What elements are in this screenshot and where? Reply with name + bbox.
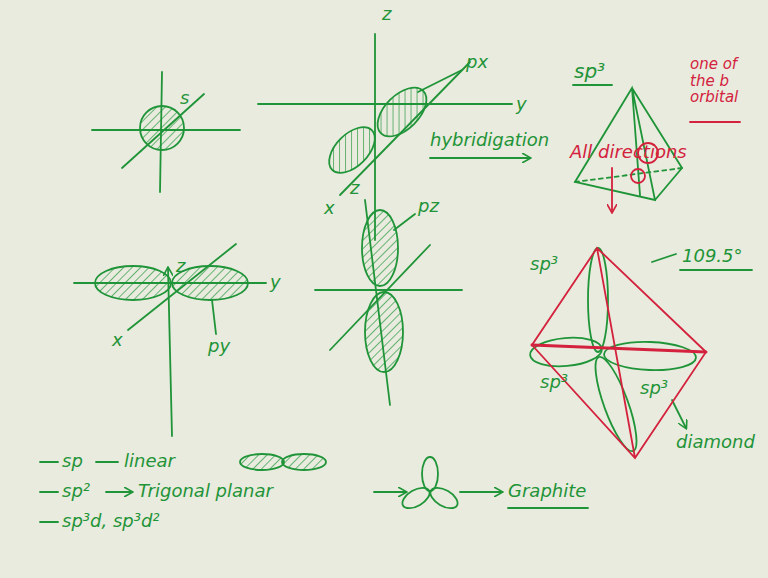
orbital-label: px [466, 52, 488, 72]
angle-label: 109.5° [682, 246, 743, 266]
axis-label: x [324, 198, 335, 218]
axis-label: z [176, 256, 185, 276]
process-label: hybridigation [430, 130, 549, 150]
hybrid-label: sp³ [540, 372, 568, 392]
hybrid-label: sp³ [640, 378, 668, 398]
hybrid-label: sp² [62, 481, 90, 501]
orbital-label: s [180, 88, 189, 108]
orbital-label: pz [418, 196, 439, 216]
axis-label: y [516, 94, 527, 114]
hybrid-label: sp³ [574, 60, 605, 82]
axis-label: z [350, 178, 359, 198]
orbital-label: py [208, 336, 230, 356]
material-label: diamond [676, 432, 755, 452]
hybrid-label: sp³ [530, 254, 558, 274]
axis-label: z [382, 4, 391, 24]
note-text: one of the b orbital [690, 56, 756, 106]
axis-label: y [270, 272, 281, 292]
hybrid-label: sp [62, 451, 83, 471]
geometry-label: linear [124, 451, 175, 471]
note-text: All directions [570, 142, 687, 162]
hybrid-label: sp³d, sp³d² [62, 511, 160, 531]
material-label: Graphite [508, 481, 586, 501]
geometry-label: Trigonal planar [138, 481, 273, 501]
axis-label: x [112, 330, 123, 350]
